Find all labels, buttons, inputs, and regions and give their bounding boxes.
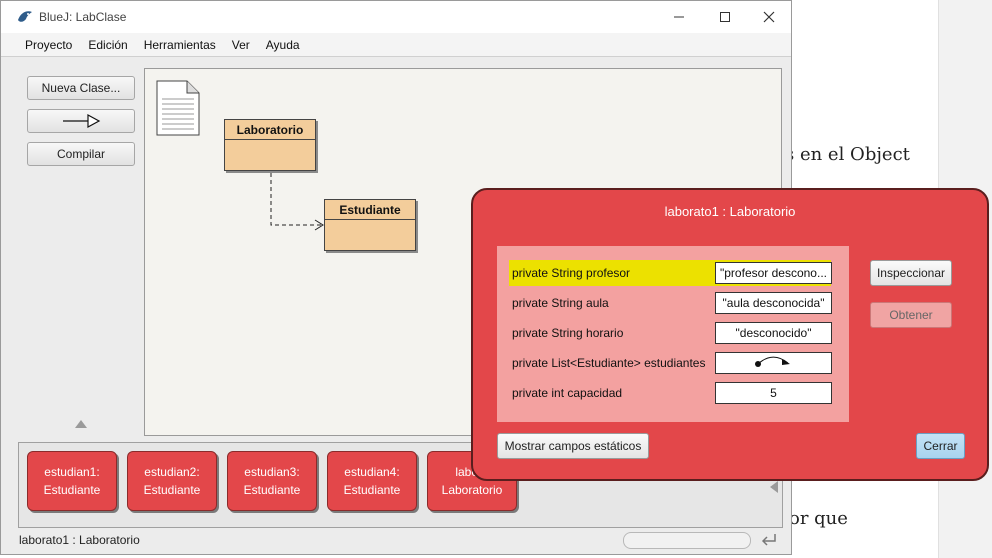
minimize-icon bbox=[674, 16, 684, 18]
object-type: Estudiante bbox=[243, 483, 301, 497]
field-label: private List<Estudiante> estudiantes bbox=[512, 356, 706, 370]
field-value: "profesor descono... bbox=[715, 262, 832, 284]
class-name: Estudiante bbox=[325, 200, 415, 220]
menu-ver[interactable]: Ver bbox=[231, 38, 250, 52]
triangle-up-icon bbox=[75, 420, 87, 428]
menu-proyecto[interactable]: Proyecto bbox=[25, 38, 73, 52]
field-value: "aula desconocida" bbox=[715, 292, 832, 314]
object-type: Estudiante bbox=[43, 483, 101, 497]
object-name: estudian3: bbox=[244, 465, 300, 479]
field-row-aula[interactable]: private String aula "aula desconocida" bbox=[509, 290, 832, 316]
object-estudian1[interactable]: estudian1: Estudiante bbox=[27, 451, 117, 511]
field-label: private String profesor bbox=[512, 266, 631, 280]
minimize-button[interactable] bbox=[657, 5, 701, 29]
maximize-button[interactable] bbox=[703, 5, 747, 29]
get-button[interactable]: Obtener bbox=[870, 302, 952, 328]
status-bar: laborato1 : Laboratorio bbox=[19, 533, 140, 547]
object-name: estudian2: bbox=[144, 465, 200, 479]
object-name: estudian4: bbox=[344, 465, 400, 479]
field-label: private String horario bbox=[512, 326, 624, 340]
window-title: BlueJ: LabClase bbox=[39, 10, 127, 24]
close-window-button[interactable] bbox=[747, 5, 791, 29]
title-bar: BlueJ: LabClase bbox=[1, 1, 791, 33]
field-row-estudiantes[interactable]: private List<Estudiante> estudiantes bbox=[509, 350, 832, 376]
show-static-fields-button[interactable]: Mostrar campos estáticos bbox=[497, 433, 649, 459]
background-text-line: or que bbox=[789, 508, 848, 529]
field-row-capacidad[interactable]: private int capacidad 5 bbox=[509, 380, 832, 406]
class-laboratorio[interactable]: Laboratorio bbox=[224, 119, 316, 171]
field-value bbox=[715, 352, 832, 374]
compile-button[interactable]: Compilar bbox=[27, 142, 135, 166]
inspect-button[interactable]: Inspeccionar bbox=[870, 260, 952, 286]
readme-note-icon[interactable] bbox=[155, 79, 203, 139]
object-inspector-dialog: laborato1 : Laboratorio private String p… bbox=[471, 188, 989, 481]
close-icon bbox=[763, 11, 775, 23]
bluej-bird-icon bbox=[18, 11, 32, 22]
field-label: private int capacidad bbox=[512, 386, 623, 400]
triangle-left-icon bbox=[770, 481, 778, 493]
new-uses-arrow-button[interactable] bbox=[27, 109, 135, 133]
uses-arrow-icon bbox=[63, 114, 101, 128]
field-row-profesor[interactable]: private String profesor "profesor descon… bbox=[509, 260, 832, 286]
class-estudiante[interactable]: Estudiante bbox=[324, 199, 416, 251]
fields-list: private String profesor "profesor descon… bbox=[497, 246, 849, 422]
object-estudian2[interactable]: estudian2: Estudiante bbox=[127, 451, 217, 511]
dependency-arrow bbox=[270, 173, 324, 231]
object-type: Laboratorio bbox=[441, 483, 503, 497]
close-button[interactable]: Cerrar bbox=[916, 433, 965, 459]
field-label: private String aula bbox=[512, 296, 609, 310]
object-estudian3[interactable]: estudian3: Estudiante bbox=[227, 451, 317, 511]
menu-bar: Proyecto Edición Herramientas Ver Ayuda bbox=[1, 33, 791, 57]
class-name: Laboratorio bbox=[225, 120, 315, 140]
object-reference-arrow-icon bbox=[754, 356, 790, 367]
field-value: "desconocido" bbox=[715, 322, 832, 344]
menu-edicion[interactable]: Edición bbox=[88, 38, 128, 52]
background-text-line: s en el Object bbox=[785, 144, 910, 165]
object-name: estudian1: bbox=[44, 465, 100, 479]
new-class-button[interactable]: Nueva Clase... bbox=[27, 76, 135, 100]
menu-herramientas[interactable]: Herramientas bbox=[143, 38, 216, 52]
field-value: 5 bbox=[715, 382, 832, 404]
object-type: Estudiante bbox=[143, 483, 201, 497]
inspector-title: laborato1 : Laboratorio bbox=[664, 204, 796, 219]
reset-vm-icon[interactable] bbox=[760, 532, 778, 548]
field-row-horario[interactable]: private String horario "desconocido" bbox=[509, 320, 832, 346]
object-estudian4[interactable]: estudian4: Estudiante bbox=[327, 451, 417, 511]
maximize-icon bbox=[720, 12, 730, 22]
progress-bar bbox=[623, 532, 751, 549]
menu-ayuda[interactable]: Ayuda bbox=[265, 38, 300, 52]
object-type: Estudiante bbox=[343, 483, 401, 497]
